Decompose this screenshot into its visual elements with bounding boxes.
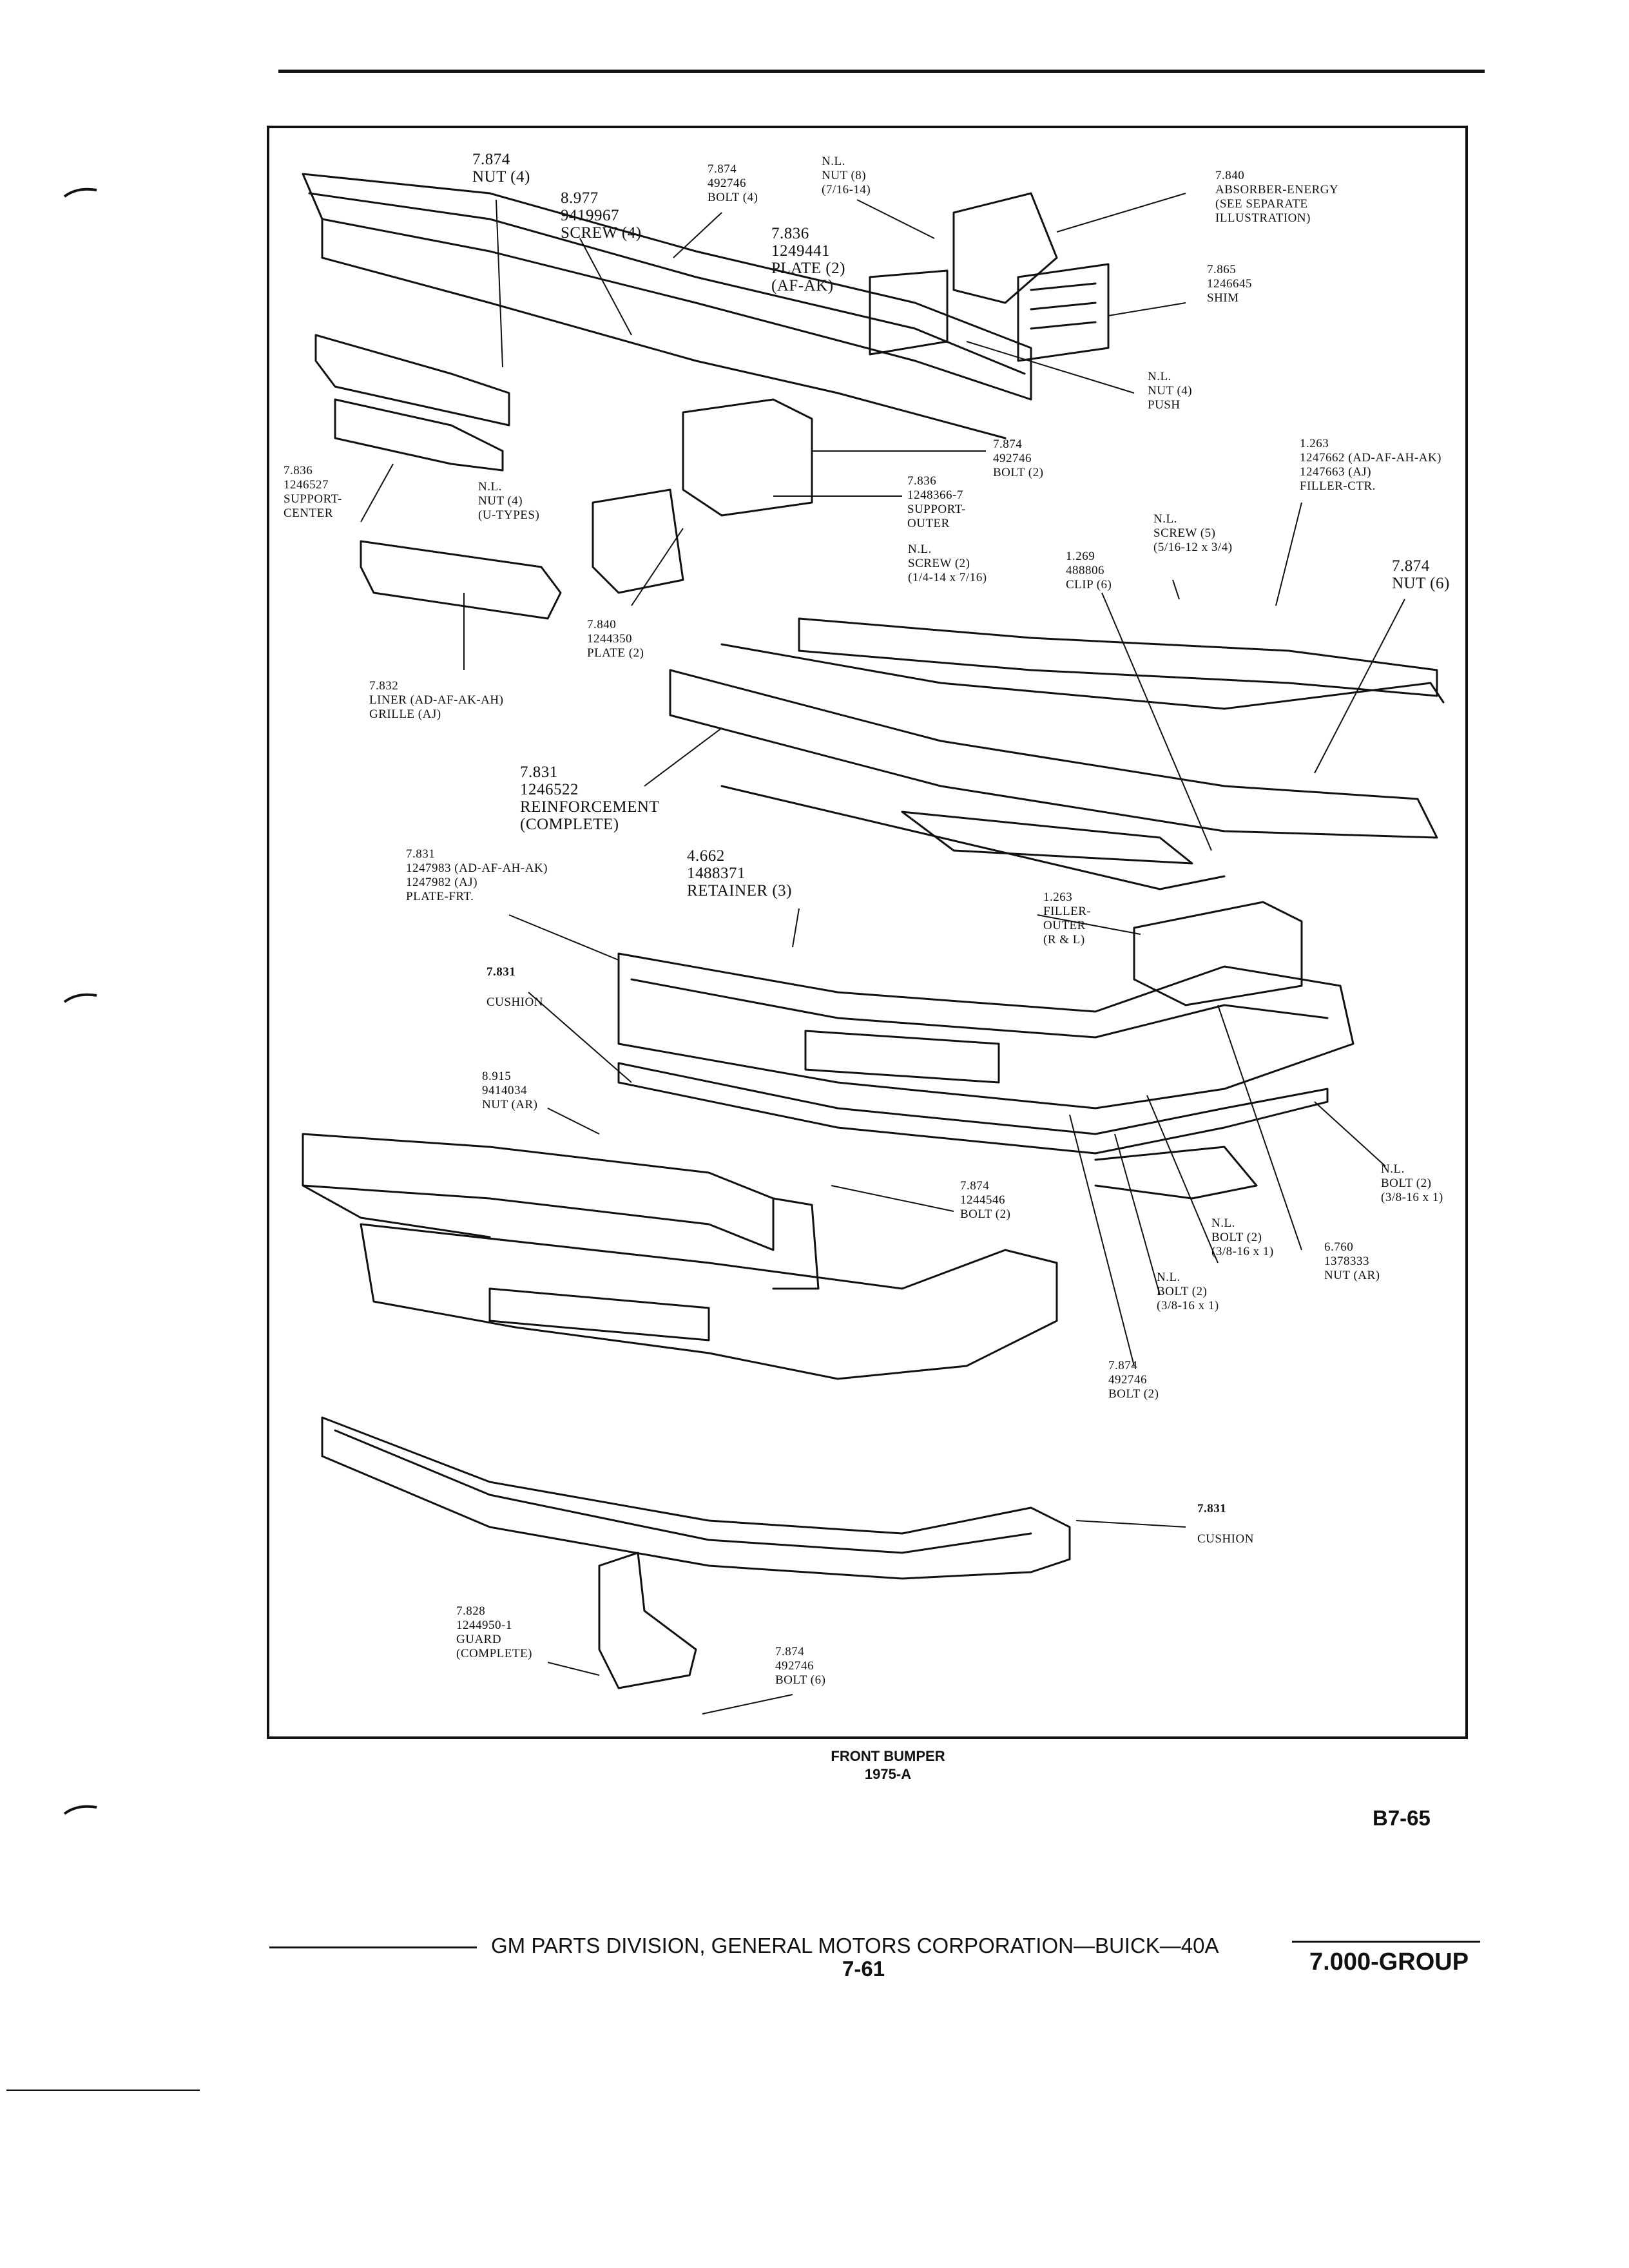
label-retainer-3: 4.662 1488371 RETAINER (3) [687,847,792,899]
label-cushion-lower: CUSHION [1197,1532,1254,1546]
label-bolt-2-lower: 7.874 492746 BOLT (2) [1108,1359,1159,1401]
label-bolt-2-right-a: N.L. BOLT (2) (3/8-16 x 1) [1381,1162,1443,1204]
margin-marks [63,187,97,1815]
footer-page-number: 7-61 [842,1957,885,1981]
label-liner-grille: 7.832 LINER (AD-AF-AK-AH) GRILLE (AJ) [369,679,504,721]
label-nut-8: N.L. NUT (8) (7/16-14) [822,155,871,197]
label-nut-u-types: N.L. NUT (4) (U-TYPES) [478,480,540,522]
label-clip-6: 1.269 488806 CLIP (6) [1066,550,1112,591]
label-bolt-2-right-c: N.L. BOLT (2) (3/8-16 x 1) [1157,1271,1219,1312]
reinforcement-part [669,669,1438,839]
label-nut-ar: 8.915 9414034 NUT (AR) [482,1070,538,1111]
label-screw-2: N.L. SCREW (2) (1/4-14 x 7/16) [908,543,987,584]
guard-part [598,1552,697,1689]
label-nut-6: 7.874 NUT (6) [1392,557,1450,592]
figure-subtitle: 1975-A [864,1766,912,1782]
label-cushion-upper: CUSHION [487,995,543,1009]
label-absorber-energy: 7.840 ABSORBER-ENERGY (SEE SEPARATE ILLU… [1215,169,1339,225]
label-filler-outer: 1.263 FILLER- OUTER (R & L) [1043,890,1092,947]
cushion-upper-strip [617,1062,1329,1155]
cushion-lower-strip [321,1416,1071,1580]
figure-title: FRONT BUMPER [831,1748,945,1764]
label-screw-4: 8.977 9419967 SCREW (4) [561,189,642,242]
label-shim: 7.865 1246645 SHIM [1207,263,1252,305]
label-bolt-6: 7.874 492746 BOLT (6) [775,1645,826,1687]
bottom-margin-rule [6,2090,200,2091]
footer-rule-left [269,1946,477,1948]
front-plate-upper [617,952,1354,1110]
label-guard: 7.828 1244950-1 GUARD (COMPLETE) [456,1604,532,1660]
footer-company: GM PARTS DIVISION, GENERAL MOTORS CORPOR… [491,1934,1219,1957]
liner-grille-part [360,540,562,620]
label-nut-ar-right: 6.760 1378333 NUT (AR) [1324,1240,1380,1282]
filler-outer-part [1133,901,1303,1006]
label-plate-frt: 7.831 1247983 (AD-AF-AH-AK) 1247982 (AJ)… [406,847,548,903]
label-bolt-2-right-b: N.L. BOLT (2) (3/8-16 x 1) [1211,1216,1274,1258]
top-rule [278,70,1485,73]
label-filler-ctr: 1.263 1247662 (AD-AF-AH-AK) 1247663 (AJ)… [1300,437,1442,493]
label-cushion-upper-number: 7.831 [487,965,516,979]
label-cushion-lower-number: 7.831 [1197,1502,1227,1515]
filler-center-part [798,617,1438,697]
upper-frame-rail [302,173,1032,401]
page-code: B7-65 [1373,1806,1431,1830]
support-center-part [314,334,510,427]
shim-part [1017,263,1110,362]
label-plate-2-af-ak: 7.836 1249441 PLATE (2) (AF-AK) [771,225,845,294]
label-plate-2: 7.840 1244350 PLATE (2) [587,618,644,660]
footer-group: 7.000-GROUP [1309,1948,1469,1975]
label-bolt-4: 7.874 492746 BOLT (4) [708,162,758,204]
footer-rule-right [1292,1941,1480,1943]
label-bolt-2-mid: 7.874 1244546 BOLT (2) [960,1179,1011,1221]
diagram-frame [267,126,1468,1739]
absorber-plate [869,269,949,356]
label-nut-push: N.L. NUT (4) PUSH [1148,370,1193,412]
figure-caption: FRONT BUMPER 1975-A [759,1747,1017,1783]
label-bolt-2-upper: 7.874 492746 BOLT (2) [993,437,1044,479]
lower-bumper-frame [302,1133,775,1251]
support-outer-part [682,398,813,517]
label-reinforcement: 7.831 1246522 REINFORCEMENT (COMPLETE) [520,764,660,833]
label-nut-4-top: 7.874 NUT (4) [472,151,530,186]
label-support-outer: 7.836 1248366-7 SUPPORT- OUTER [907,474,966,530]
label-screw-5: N.L. SCREW (5) (5/16-12 x 3/4) [1153,512,1233,554]
label-support-center: 7.836 1246527 SUPPORT- CENTER [284,464,342,520]
front-plate-lower [360,1223,1058,1380]
